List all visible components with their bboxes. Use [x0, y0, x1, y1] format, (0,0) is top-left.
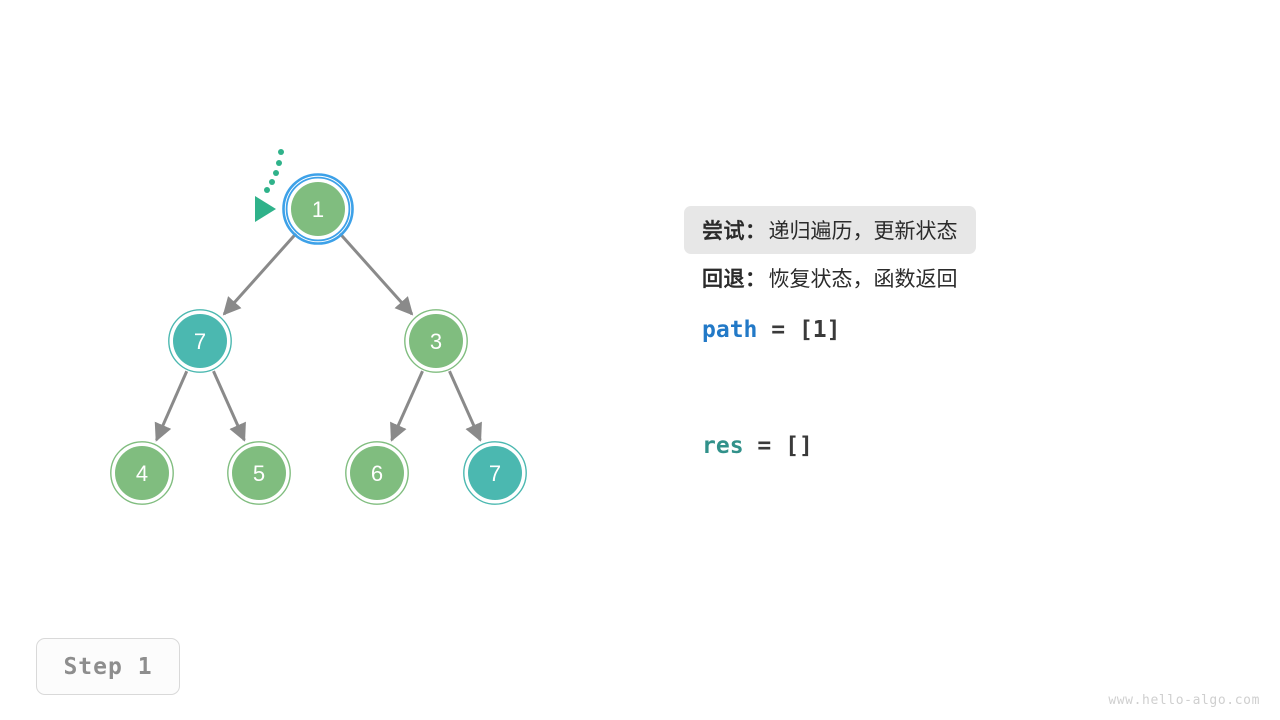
hint-row-try: 尝试： 递归遍历，更新状态 — [684, 206, 976, 254]
step-badge: Step 1 — [36, 638, 180, 695]
hint-text-backtrack: 恢复状态，函数返回 — [768, 268, 958, 291]
tree-edge — [212, 370, 246, 442]
tree-node-5[interactable]: 5 — [227, 441, 291, 505]
node-disc — [115, 446, 169, 500]
pointer-trail-dot — [278, 149, 284, 155]
variable-row-path: path = [1] — [684, 308, 1244, 352]
info-panel: 尝试： 递归遍历，更新状态 回退： 恢复状态，函数返回 path = [1] r… — [684, 206, 1244, 468]
pointer-trail-dot — [273, 170, 279, 176]
hint-row-backtrack: 回退： 恢复状态，函数返回 — [684, 254, 976, 302]
tree-edge — [222, 232, 298, 316]
tree-node-4[interactable]: 4 — [110, 441, 174, 505]
hint-label-try: 尝试： — [702, 220, 767, 243]
node-outer-ring — [404, 309, 468, 373]
pointer-arrow-icon — [255, 196, 276, 222]
pointer-trail-dot — [269, 179, 275, 185]
node-inner-white-ring — [228, 442, 290, 504]
tree-node-3[interactable]: 3 — [404, 309, 468, 373]
node-disc — [468, 446, 522, 500]
tree-node-7[interactable]: 7 — [463, 441, 527, 505]
node-inner-white-ring — [464, 442, 526, 504]
watermark-text: www.hello-algo.com — [1108, 693, 1260, 708]
node-inner-white-ring — [169, 310, 231, 372]
variable-equals-path: = — [757, 317, 799, 343]
node-disc — [291, 182, 345, 236]
step-badge-label: Step 1 — [63, 653, 153, 680]
node-label: 4 — [136, 461, 148, 486]
node-label: 3 — [430, 329, 442, 354]
node-disc — [173, 314, 227, 368]
node-outer-ring — [168, 309, 232, 373]
tree-edges — [154, 232, 482, 442]
variable-row-res: res = [] — [684, 424, 1244, 468]
node-inner-white-ring — [287, 178, 349, 240]
hint-text-try: 递归遍历，更新状态 — [768, 220, 958, 243]
node-inner-white-ring — [405, 310, 467, 372]
tree-node-7[interactable]: 7 — [168, 309, 232, 373]
node-disc — [350, 446, 404, 500]
hint-label-backtrack: 回退： — [702, 268, 767, 291]
binary-tree-diagram: 1 7 3 4 5 6 7 — [110, 149, 527, 505]
tree-nodes: 1 7 3 4 5 6 7 — [110, 173, 527, 505]
node-outer-ring — [345, 441, 409, 505]
node-outer-ring — [285, 176, 351, 242]
tree-node-6[interactable]: 6 — [345, 441, 409, 505]
traversal-pointer-icon — [255, 149, 284, 222]
tree-node-1[interactable]: 1 — [282, 173, 354, 245]
node-disc — [409, 314, 463, 368]
node-disc — [232, 446, 286, 500]
variable-equals-res: = — [743, 433, 786, 459]
tree-edge — [154, 370, 189, 442]
node-label: 7 — [489, 461, 501, 486]
node-inner-white-ring — [346, 442, 408, 504]
pointer-trail-dot — [264, 187, 270, 193]
tree-edge — [338, 232, 414, 316]
node-outer-ring — [463, 441, 527, 505]
node-highlight-ring — [282, 173, 354, 245]
node-label: 1 — [312, 197, 324, 222]
tree-edge — [448, 370, 482, 442]
pointer-trail-dot — [276, 160, 282, 166]
variable-value-path: [1] — [798, 317, 841, 343]
tree-edge — [390, 370, 424, 442]
variable-name-path: path — [702, 317, 758, 343]
watermark: www.hello-algo.com — [1108, 693, 1260, 708]
node-label: 6 — [371, 461, 383, 486]
node-outer-ring — [110, 441, 174, 505]
node-label: 5 — [253, 461, 265, 486]
node-outer-ring — [227, 441, 291, 505]
node-inner-white-ring — [111, 442, 173, 504]
variable-name-res: res — [702, 433, 744, 459]
node-label: 7 — [194, 329, 206, 354]
variable-value-res: [] — [785, 433, 813, 459]
